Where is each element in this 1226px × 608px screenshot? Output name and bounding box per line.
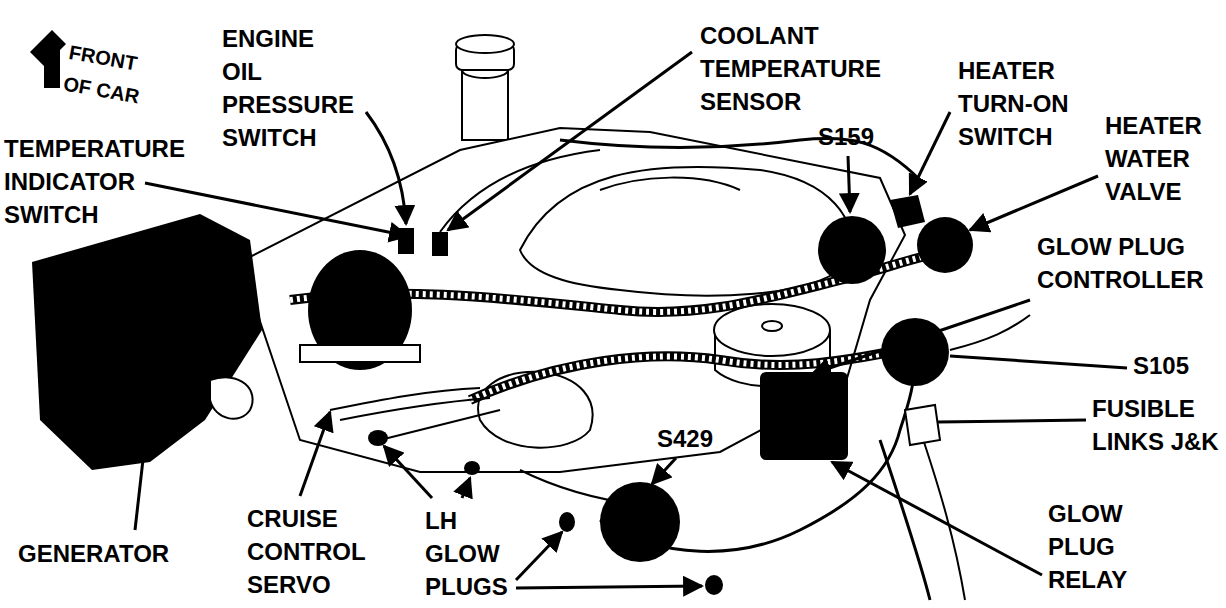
direction-label: FRONT OF CAR — [61, 36, 166, 116]
temperature-indicator-switch — [398, 228, 414, 254]
glow-plug — [464, 461, 480, 475]
heater-valve — [917, 217, 973, 273]
part-label: ENGINE OIL PRESSURE SWITCH — [222, 22, 354, 154]
intake-manifold — [520, 167, 852, 296]
splice-s105 — [881, 318, 949, 386]
front-arrow — [30, 30, 66, 88]
part-label: TEMPERATURE INDICATOR SWITCH — [4, 132, 185, 231]
part-label: HEATER WATER VALVE — [1105, 109, 1202, 208]
generator-connector — [210, 377, 253, 418]
injection-lines — [330, 388, 640, 505]
glow-plug — [705, 575, 723, 595]
thermostat-housing — [478, 372, 592, 448]
splice-s429 — [600, 482, 680, 562]
splice-s159 — [818, 216, 886, 284]
oil-filler-cap — [456, 35, 514, 140]
part-label: GLOW PLUG CONTROLLER — [1037, 230, 1204, 296]
part-label: FUSIBLE LINKS J&K — [1092, 392, 1222, 458]
manifold-ridge — [600, 178, 740, 190]
callout-number: S105 — [1133, 349, 1189, 382]
callout-number: S159 — [818, 120, 874, 153]
part-label: CRUISE CONTROL SERVO — [247, 502, 365, 601]
glow-plug — [559, 512, 575, 532]
part-label: HEATER TURN-ON SWITCH — [958, 54, 1088, 153]
part-label: GENERATOR — [18, 537, 169, 570]
part-label: COOLANT TEMPERATURE SENSOR — [700, 19, 881, 118]
servo-linkage — [300, 345, 420, 362]
part-label: LH GLOW PLUGS — [425, 504, 508, 603]
wiring-harness — [290, 138, 1030, 600]
oil-pressure-switch — [432, 232, 448, 256]
glow-plug-relay — [760, 372, 848, 460]
callout-number: S429 — [657, 422, 713, 455]
heater-switch — [890, 195, 925, 228]
fusible-links — [905, 405, 940, 445]
engine-block — [240, 128, 905, 472]
glow-plug — [368, 430, 388, 446]
part-label: GLOW PLUG RELAY — [1048, 497, 1127, 596]
